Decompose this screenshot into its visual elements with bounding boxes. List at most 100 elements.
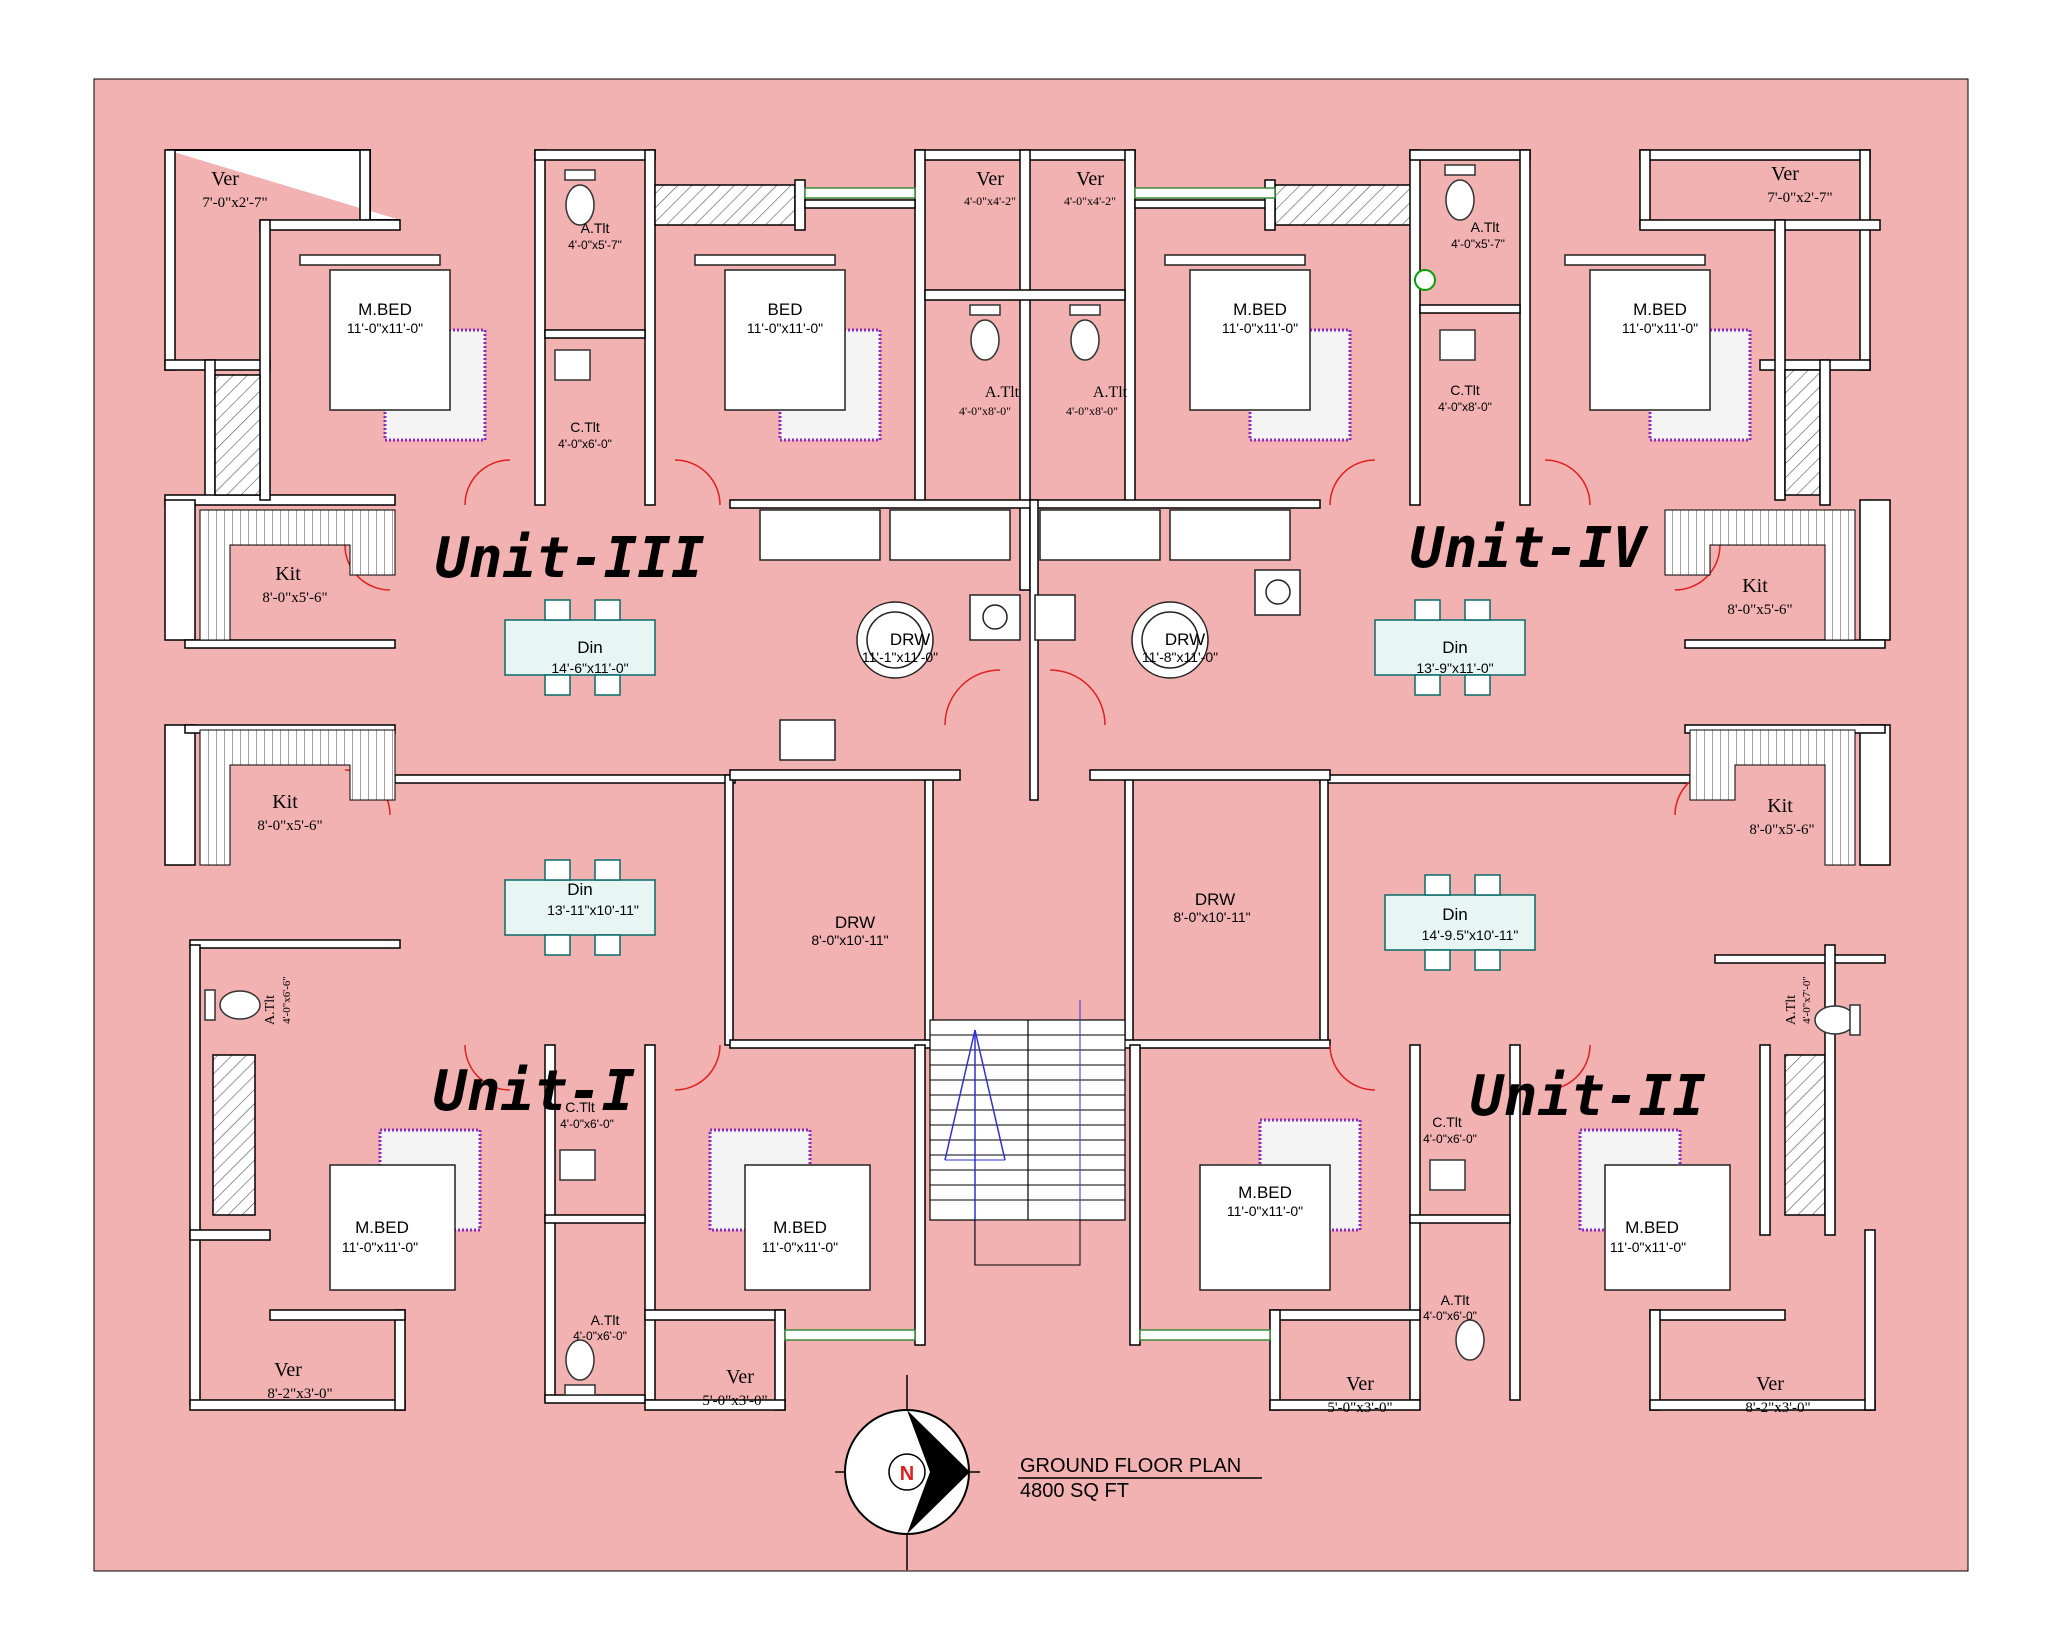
u1-din-name: Din <box>567 880 593 899</box>
u3-atlt-dim: 4'-0"x5'-7" <box>568 238 622 252</box>
u2-ver-r-dim: 8'-2"x3'-0" <box>1745 1400 1810 1416</box>
u1-mbed-l-name: M.BED <box>355 1218 409 1237</box>
walls-bottom <box>189 944 1876 1411</box>
u3-ctlt-name: C.Tlt <box>570 419 600 435</box>
sofas <box>759 509 1301 761</box>
u4-din-dim: 13'-9"x11'-0" <box>1416 660 1493 676</box>
u1-mbed-r-dim: 11'-0"x11'-0" <box>762 1239 838 1255</box>
u1-mbed-r-name: M.BED <box>773 1218 827 1237</box>
u1-ver-l-dim: 8'-2"x3'-0" <box>267 1386 332 1402</box>
u3-ctlt-dim: 4'-0"x6'-0" <box>558 437 612 451</box>
unit-iv-label: Unit-IV <box>1410 516 1649 581</box>
u1-kit-name: Kit <box>272 791 298 813</box>
u4-drw-dim: 11'-8"x11'-0" <box>1142 649 1218 665</box>
u1-atlt-side-name: A.Tlt <box>263 995 278 1025</box>
u3-ver-dim: 7'-0"x2'-7" <box>202 195 267 211</box>
u2-mbed-r-name: M.BED <box>1625 1218 1679 1237</box>
u1-mbed-l-dim: 11'-0"x11'-0" <box>342 1239 418 1255</box>
u3-mbed-dim: 11'-0"x11'-0" <box>347 320 423 336</box>
u2-atlt-side-name: A.Tlt <box>1784 995 1799 1025</box>
kitchen-counters <box>199 509 1856 866</box>
u3-drw-dim: 11'-1"x11'-0" <box>862 649 938 665</box>
u2-ver-r-name: Ver <box>1756 1373 1784 1395</box>
walls-top <box>164 149 1881 801</box>
windows <box>784 187 1276 1341</box>
u4-drw-name: DRW <box>1165 630 1205 649</box>
u2-mbed-r-dim: 11'-0"x11'-0" <box>1610 1239 1686 1255</box>
u4-kit-dim: 8'-0"x5'-6" <box>1727 602 1792 618</box>
unit-i-label: Unit-I <box>433 1059 635 1124</box>
mid-ver-r-dim: 4'-0"x4'-2" <box>1064 194 1116 208</box>
u2-mbed-l-name: M.BED <box>1238 1183 1292 1202</box>
u2-ver-l-dim: 5'-0"x3'-0" <box>1327 1400 1392 1416</box>
room-labels: Ver 7'-0"x2'-7" A.Tlt 4'-0"x5'-7" M.BED … <box>202 163 1832 1416</box>
u4-ctlt-dim: 4'-0"x8'-0" <box>1438 400 1492 414</box>
u2-atlt-name: A.Tlt <box>1441 1292 1470 1308</box>
mid-ver-r-name: Ver <box>1076 168 1104 190</box>
u4-atlt-name: A.Tlt <box>1471 219 1500 235</box>
north-letter: N <box>900 1463 914 1485</box>
u1-atlt-name: A.Tlt <box>591 1312 620 1328</box>
u3-bed-name: BED <box>768 300 803 319</box>
u4-mbed-l-name: M.BED <box>1233 300 1287 319</box>
u1-ver-r-dim: 5'-0"x3'-0" <box>702 1393 767 1409</box>
u4-mbed-l-dim: 11'-0"x11'-0" <box>1222 320 1298 336</box>
u3-kit-dim: 8'-0"x5'-6" <box>262 590 327 606</box>
u2-mbed-l-dim: 11'-0"x11'-0" <box>1227 1203 1303 1219</box>
u2-atlt-dim: 4'-0"x6'-0" <box>1423 1309 1477 1323</box>
u2-drw-name: DRW <box>1195 890 1235 909</box>
mid-ver-l-dim: 4'-0"x4'-2" <box>964 194 1016 208</box>
u1-drw-name: DRW <box>835 913 875 932</box>
u3-atlt-name: A.Tlt <box>581 220 610 236</box>
mid-atlt-r-name: A.Tlt <box>1093 384 1128 401</box>
u2-kit-name: Kit <box>1767 795 1793 817</box>
u2-atlt-side-dim: 4'-0"x7'-0" <box>1801 976 1813 1024</box>
toilet-fixtures <box>204 164 1861 1396</box>
mid-atlt-l-dim: 4'-0"x8'-0" <box>959 404 1011 418</box>
u1-atlt-dim: 4'-0"x6'-0" <box>573 1329 627 1343</box>
u2-ctlt-dim: 4'-0"x6'-0" <box>1423 1132 1477 1146</box>
u4-din-name: Din <box>1442 638 1468 657</box>
u3-drw-name: DRW <box>890 630 930 649</box>
mid-ver-l-name: Ver <box>976 168 1004 190</box>
beds <box>299 254 1752 1291</box>
unit-ii-label: Unit-II <box>1470 1064 1706 1129</box>
u1-ctlt-name: C.Tlt <box>565 1099 595 1115</box>
u4-mbed-r-dim: 11'-0"x11'-0" <box>1622 320 1698 336</box>
unit-labels: Unit-III Unit-IV Unit-I Unit-II <box>433 516 1706 1129</box>
staircase <box>929 1000 1126 1266</box>
hatched-wall <box>214 374 261 496</box>
u2-ver-l-name: Ver <box>1346 1373 1374 1395</box>
u1-atlt-side-dim: 4'-0"x6'-6" <box>281 976 293 1024</box>
mid-atlt-l-name: A.Tlt <box>985 384 1020 401</box>
north-arrow: N <box>835 1375 980 1570</box>
u2-din-name: Din <box>1442 905 1468 924</box>
u2-kit-dim: 8'-0"x5'-6" <box>1749 822 1814 838</box>
u3-din-dim: 14'-6"x11'-0" <box>551 660 628 676</box>
plan-area: 4800 SQ FT <box>1020 1480 1129 1502</box>
door-arcs <box>344 459 1721 1091</box>
u1-kit-dim: 8'-0"x5'-6" <box>257 818 322 834</box>
plan-title: GROUND FLOOR PLAN <box>1020 1455 1241 1477</box>
u3-kit-name: Kit <box>275 563 301 585</box>
u4-kit-name: Kit <box>1742 575 1768 597</box>
u2-ctlt-name: C.Tlt <box>1432 1114 1462 1130</box>
u3-bed-dim: 11'-0"x11'-0" <box>747 320 823 336</box>
u3-mbed-name: M.BED <box>358 300 412 319</box>
title-block: GROUND FLOOR PLAN 4800 SQ FT <box>1018 1455 1262 1502</box>
u4-mbed-r-name: M.BED <box>1633 300 1687 319</box>
u4-ctlt-name: C.Tlt <box>1450 382 1480 398</box>
mid-atlt-r-dim: 4'-0"x8'-0" <box>1066 404 1118 418</box>
u4-ver-name: Ver <box>1771 163 1799 185</box>
u1-din-dim: 13'-11"x10'-11" <box>547 902 639 918</box>
u4-ver-dim: 7'-0"x2'-7" <box>1767 190 1832 206</box>
u2-din-dim: 14'-9.5"x10'-11" <box>1422 927 1519 943</box>
u1-ver-l-name: Ver <box>274 1359 302 1381</box>
u1-ctlt-dim: 4'-0"x6'-0" <box>560 1117 614 1131</box>
u1-drw-dim: 8'-0"x10'-11" <box>811 932 888 948</box>
u1-ver-r-name: Ver <box>726 1366 754 1388</box>
u3-ver-name: Ver <box>211 168 239 190</box>
unit-iii-label: Unit-III <box>435 526 705 591</box>
u3-din-name: Din <box>577 638 603 657</box>
